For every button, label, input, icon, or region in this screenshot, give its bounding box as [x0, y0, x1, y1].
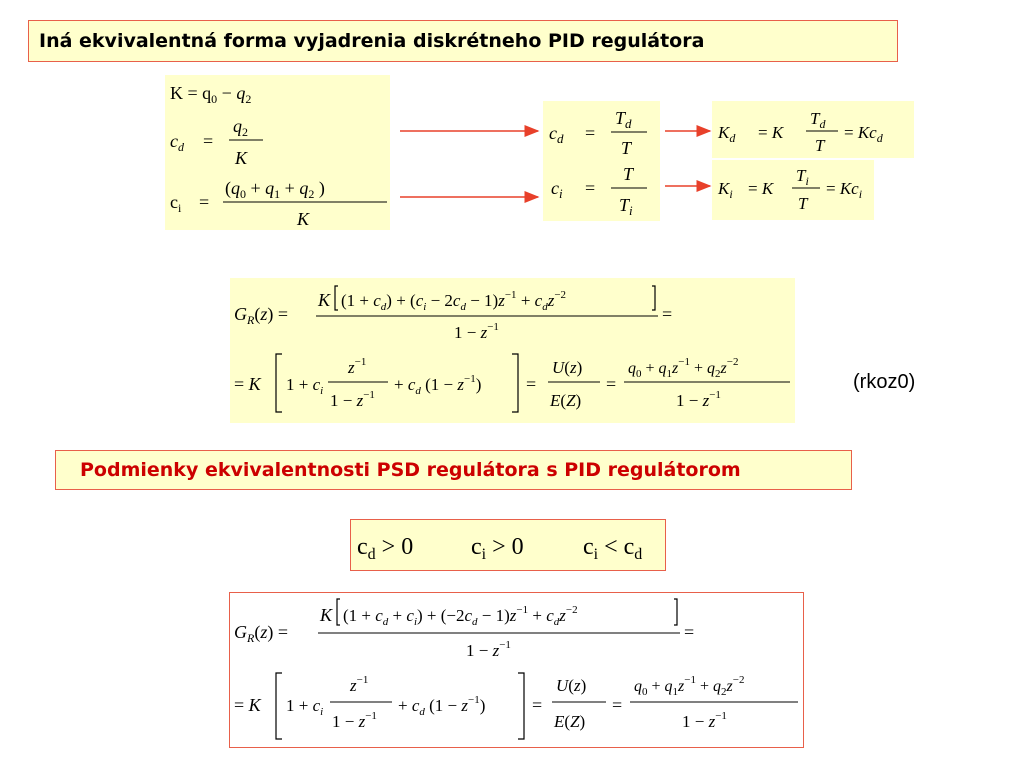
svg-text:= K: = K [234, 374, 262, 394]
svg-text:=: = [662, 304, 672, 324]
svg-text:cd: cd [170, 131, 185, 154]
svg-text:ci: ci [170, 192, 182, 215]
svg-text:= K: = K [758, 123, 785, 142]
svg-text:K: K [296, 209, 310, 229]
svg-text:K: K [234, 148, 248, 168]
gr-formula-box-1: GR(z) = K (1 + cd) + (ci − 2cd − 1)z−1 +… [230, 278, 795, 423]
svg-text:=: = [585, 178, 595, 198]
svg-text:=: = [203, 131, 213, 151]
svg-text:T: T [815, 136, 826, 155]
svg-text:=: = [585, 123, 595, 143]
svg-text:= K: = K [748, 179, 775, 198]
svg-text:cd: cd [549, 123, 564, 146]
kd-formula: Kd = K Td T = Kcd [717, 109, 884, 155]
svg-text:Kd: Kd [717, 123, 736, 145]
conditions-formula: cd > 0 ci > 0 ci < cd [357, 534, 642, 563]
svg-text:K: K [319, 605, 333, 625]
svg-text:1 − z−1: 1 − z−1 [466, 639, 511, 660]
svg-text:1 − z−1: 1 − z−1 [332, 710, 377, 731]
svg-text:ci < cd: ci < cd [583, 534, 642, 563]
svg-text:K = q0 − q2: K = q0 − q2 [170, 83, 251, 106]
svg-text:1 − z−1: 1 − z−1 [676, 389, 721, 410]
svg-text:q0 + q1z−1 + q2z−2: q0 + q1z−1 + q2z−2 [634, 674, 744, 698]
svg-text:ci: ci [551, 178, 563, 201]
svg-text:= Kcd: = Kcd [844, 123, 884, 145]
svg-text:1 − z−1: 1 − z−1 [330, 389, 375, 410]
svg-text:+ cd (1 − z−1): + cd (1 − z−1) [394, 373, 481, 397]
svg-text:=: = [684, 622, 694, 642]
ki-formula: Ki = K Ti T = Kci [717, 166, 862, 213]
svg-text:ci > 0: ci > 0 [471, 534, 524, 563]
svg-text:= Kci: = Kci [826, 179, 862, 201]
kd-box: Kd = K Td T = Kcd [712, 101, 914, 158]
equation-label: (rkoz0) [853, 371, 916, 393]
ki-box: Ki = K Ti T = Kci [712, 160, 874, 220]
svg-text:T: T [621, 138, 633, 158]
svg-text:Ti: Ti [619, 195, 633, 218]
svg-text:z−1: z−1 [349, 674, 368, 695]
conditions-heading: Podmienky ekvivalentnosti PSD regulátora… [80, 459, 741, 481]
svg-text:z−1: z−1 [347, 356, 366, 377]
title-box: Iná ekvivalentná forma vyjadrenia diskré… [28, 20, 898, 62]
svg-text:= K: = K [234, 695, 262, 715]
svg-text:+ cd (1 − z−1): + cd (1 − z−1) [398, 694, 485, 718]
svg-text:=: = [606, 374, 616, 394]
svg-text:cd > 0: cd > 0 [357, 534, 413, 563]
svg-text:E(Z): E(Z) [553, 712, 585, 731]
svg-text:=: = [199, 192, 209, 212]
coefficient-definitions-formula: K = q0 − q2 cd = q2 K ci = (q0 + q1 + q2… [170, 83, 387, 229]
svg-text:=: = [532, 695, 542, 715]
svg-text:(q0 + q1 + q2 ): (q0 + q1 + q2 ) [225, 178, 325, 201]
coefficient-definitions-box: K = q0 − q2 cd = q2 K ci = (q0 + q1 + q2… [165, 75, 390, 230]
gr-formula-1: GR(z) = K (1 + cd) + (ci − 2cd − 1)z−1 +… [234, 285, 790, 413]
svg-text:U(z): U(z) [556, 676, 586, 695]
svg-text:Td: Td [810, 109, 826, 131]
svg-text:q0 + q1z−1 + q2z−2: q0 + q1z−1 + q2z−2 [628, 356, 738, 380]
svg-text:GR(z) =: GR(z) = [234, 304, 288, 327]
svg-text:=: = [612, 695, 622, 715]
conditions-box: cd > 0 ci > 0 ci < cd [350, 519, 666, 571]
svg-text:1 − z−1: 1 − z−1 [682, 710, 727, 731]
svg-text:GR(z) =: GR(z) = [234, 622, 288, 645]
svg-text:1 − z−1: 1 − z−1 [454, 321, 499, 342]
conditions-heading-box: Podmienky ekvivalentnosti PSD regulátora… [55, 450, 852, 490]
svg-text:T: T [798, 194, 809, 213]
svg-text:K: K [317, 290, 331, 310]
gr-formula-box-2: GR(z) = K (1 + cd + ci) + (−2cd − 1)z−1 … [229, 592, 804, 748]
svg-text:=: = [526, 374, 536, 394]
svg-text:U(z): U(z) [552, 358, 582, 377]
svg-text:Ti: Ti [796, 166, 809, 188]
svg-text:(1 + cd + ci) + (−2cd − 1)z−1: (1 + cd + ci) + (−2cd − 1)z−1 + cdz−2 [343, 604, 578, 628]
time-constants-formula: cd = Td T ci = T Ti [549, 108, 647, 218]
svg-text:Td: Td [615, 108, 632, 131]
svg-text:Ki: Ki [717, 179, 733, 201]
svg-text:q2: q2 [233, 116, 248, 139]
time-constants-box: cd = Td T ci = T Ti [543, 101, 660, 221]
slide-title: Iná ekvivalentná forma vyjadrenia diskré… [39, 30, 705, 52]
gr-formula-2: GR(z) = K (1 + cd + ci) + (−2cd − 1)z−1 … [234, 598, 798, 740]
svg-text:E(Z): E(Z) [549, 391, 581, 410]
svg-text:1 + ci: 1 + ci [286, 375, 323, 397]
svg-text:T: T [623, 164, 635, 184]
svg-text:(1 + cd) + (ci − 2cd − 1)z−1 +: (1 + cd) + (ci − 2cd − 1)z−1 + cdz−2 [341, 289, 566, 313]
svg-text:1 + ci: 1 + ci [286, 696, 323, 718]
